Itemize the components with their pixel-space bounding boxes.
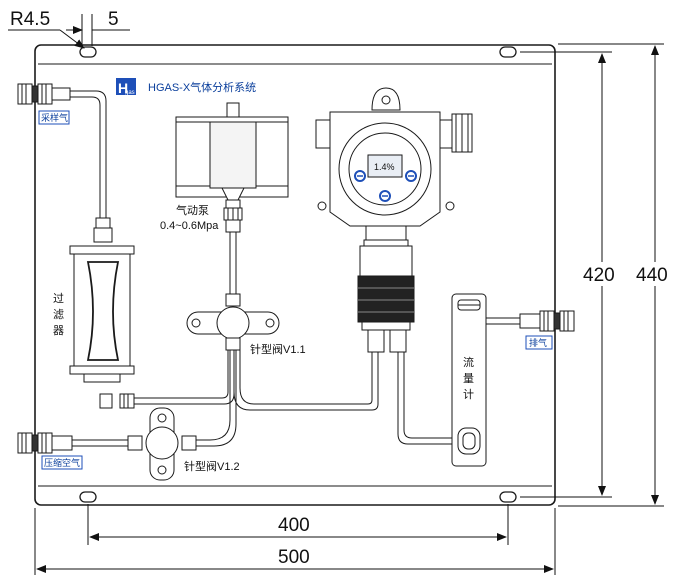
compressed-air-tag xyxy=(41,455,83,470)
r45-leader-diag xyxy=(59,29,85,49)
logo-letter: H xyxy=(118,80,128,96)
detector-button-right xyxy=(405,170,417,182)
detector-button-left xyxy=(354,170,366,182)
dim-500: 500 xyxy=(278,547,310,568)
dim-r45: R4.5 xyxy=(10,9,50,30)
filter-label-1: 过 xyxy=(53,292,64,305)
needle-valve-v11 xyxy=(186,293,280,351)
valve-v11-label: 针型阀V1.1 xyxy=(250,342,306,356)
mounting-slot-top-left xyxy=(79,46,97,58)
pneumatic-pump xyxy=(175,102,289,233)
mounting-slot-top-right xyxy=(499,46,517,58)
pump-pressure: 0.4~0.6Mpa xyxy=(160,220,219,232)
filter-label-2: 滤 xyxy=(53,308,64,321)
sample-gas-tag xyxy=(38,110,70,125)
dim-400: 400 xyxy=(278,515,310,536)
valve-v12-label: 针型阀V1.2 xyxy=(184,459,240,473)
system-title: HGAS-X气体分析系统 xyxy=(148,80,256,94)
compressed-air-label: 压缩空气 xyxy=(44,457,80,468)
exhaust-label: 排气 xyxy=(529,337,547,348)
detector-button-center xyxy=(379,190,391,202)
filter xyxy=(69,217,135,409)
gas-detector xyxy=(315,87,473,353)
sample-gas-label: 采样气 xyxy=(41,112,68,123)
flowmeter xyxy=(451,293,487,467)
compressed-air-fitting xyxy=(17,432,73,454)
tubing xyxy=(70,90,520,447)
exhaust-tag xyxy=(525,335,553,350)
dim-420: 420 xyxy=(583,265,615,286)
mounting-slot-bottom-right xyxy=(499,491,517,503)
flowmeter-label-2: 量 xyxy=(463,372,474,385)
dim-440: 440 xyxy=(636,265,668,286)
dim-5: 5 xyxy=(108,9,119,30)
flowmeter-label-3: 计 xyxy=(463,388,474,401)
filter-label-3: 器 xyxy=(53,324,64,337)
mounting-slot-bottom-left xyxy=(79,491,97,503)
detector-display: 1.4% xyxy=(374,162,395,172)
logo-text: gas xyxy=(125,90,135,96)
flowmeter-label-1: 流 xyxy=(463,355,474,369)
brand-logo: H gas xyxy=(116,78,136,96)
needle-valve-v12 xyxy=(127,407,197,481)
exhaust-fitting xyxy=(519,310,575,332)
pump-name: 气动泵 xyxy=(176,203,209,217)
sample-gas-fitting xyxy=(17,83,71,105)
